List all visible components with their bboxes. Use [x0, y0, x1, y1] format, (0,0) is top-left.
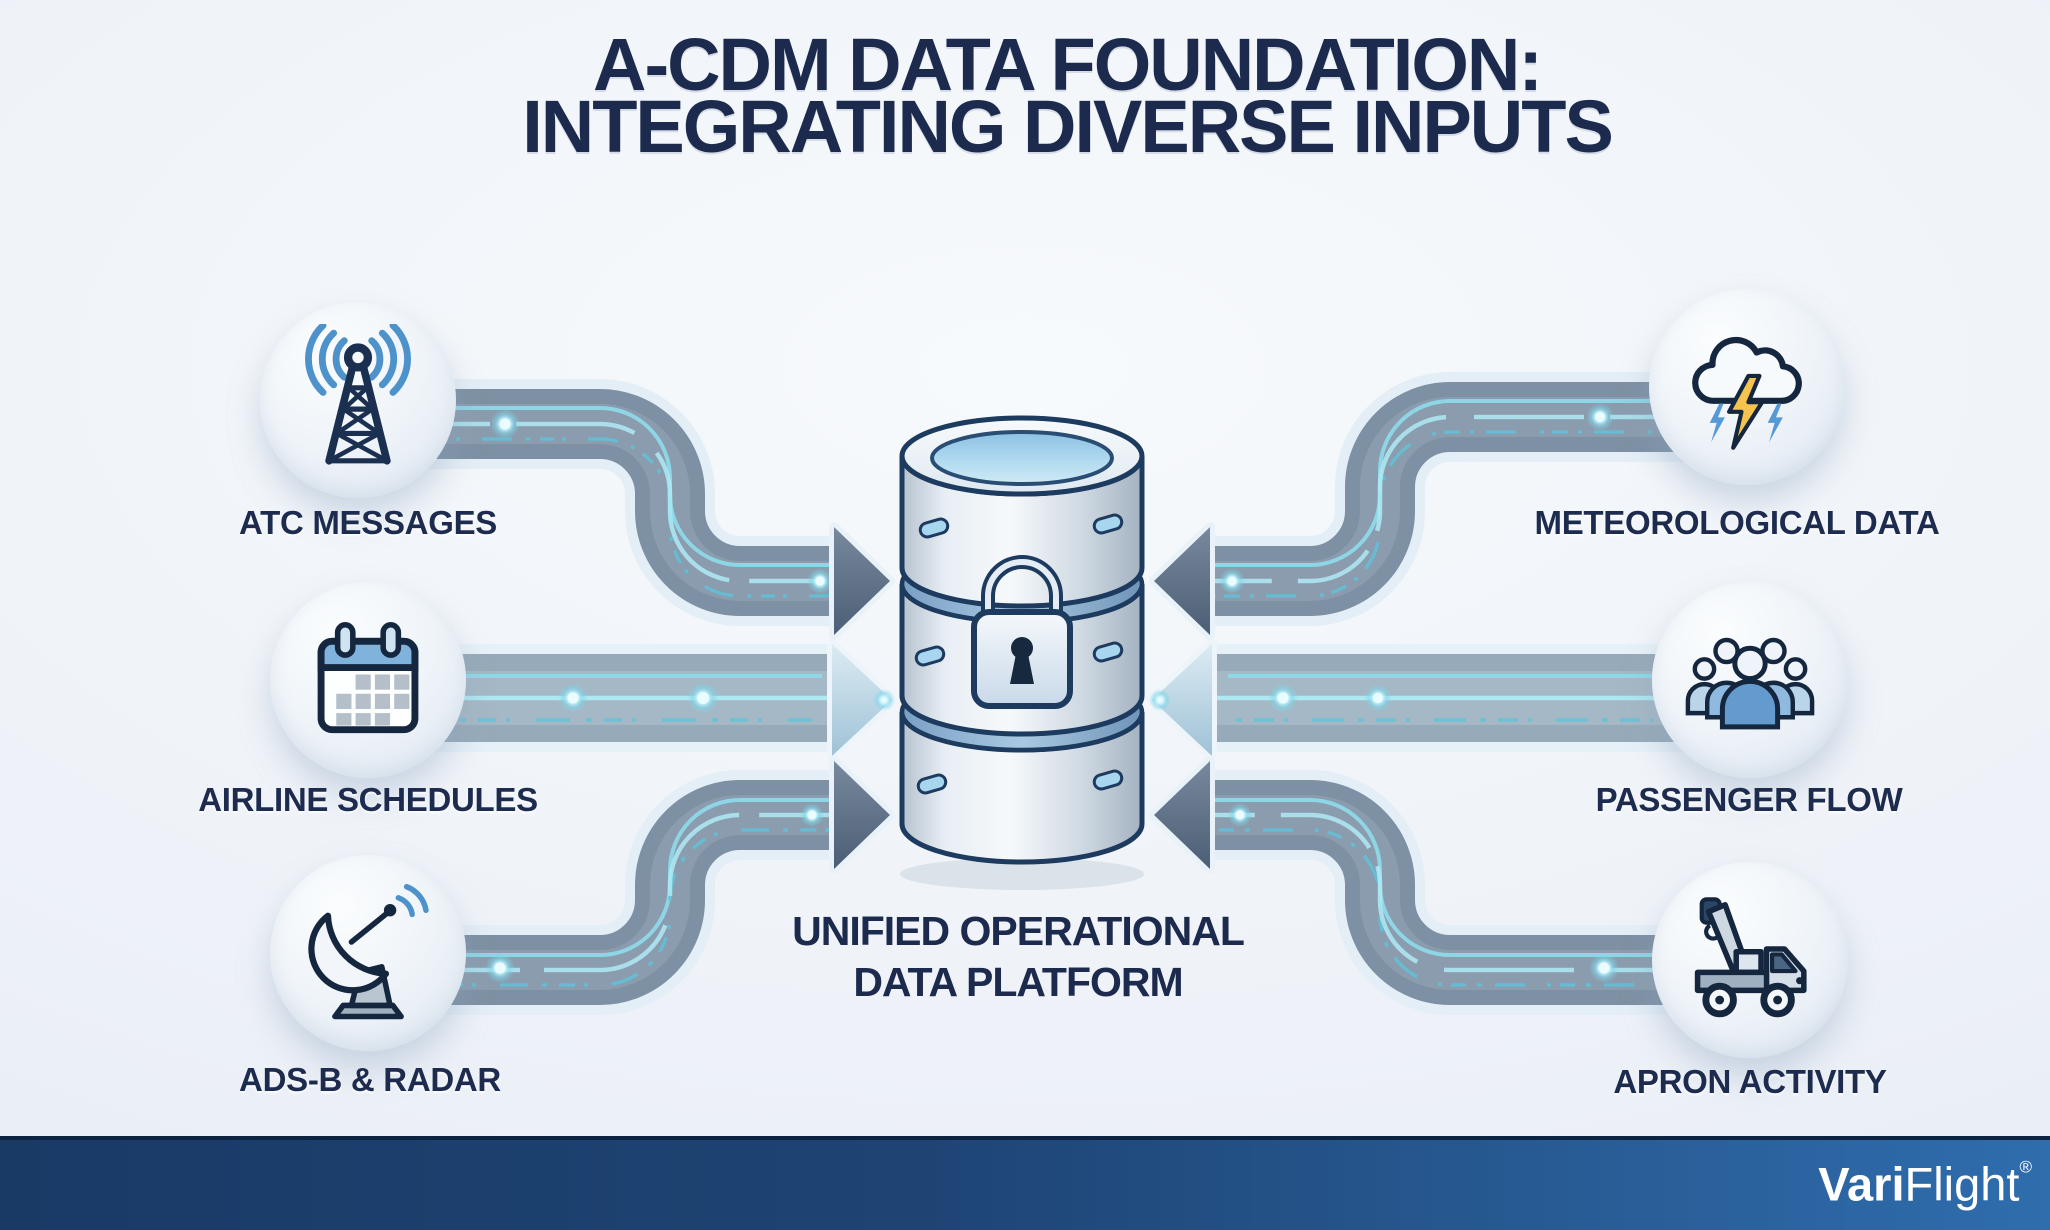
source-node-weather	[1649, 289, 1845, 485]
calendar-icon	[317, 622, 419, 734]
brand-logo: VariFlight®	[1818, 1156, 2032, 1211]
label-apron-activity: APRON ACTIVITY	[1613, 1063, 1887, 1100]
arrowhead-atc	[829, 522, 895, 640]
platform-label-line-1: UNIFIED OPERATIONAL	[792, 908, 1245, 954]
apron-truck-icon	[1694, 897, 1807, 1018]
source-node-adsb	[270, 855, 466, 1051]
arrowhead-apron	[1149, 756, 1215, 874]
source-node-passenger	[1652, 582, 1848, 778]
arrowhead-adsb	[829, 756, 895, 874]
arrowhead-passenger	[1147, 639, 1217, 761]
storm-cloud-icon	[1692, 336, 1802, 450]
pipe-atc-to-platform	[420, 379, 895, 640]
satellite-dish-icon	[308, 884, 429, 1020]
label-passenger-flow: PASSENGER FLOW	[1595, 781, 1903, 818]
padlock-icon	[971, 555, 1073, 709]
radio-tower-icon	[305, 324, 411, 465]
pipe-apron-to-platform	[1149, 756, 1700, 1015]
source-node-atc	[260, 302, 456, 498]
label-airline-schedules: AIRLINE SCHEDULES	[198, 781, 538, 818]
pipe-passenger-to-platform	[1147, 639, 1700, 761]
source-node-apron	[1652, 862, 1848, 1058]
platform-label-line-2: DATA PLATFORM	[853, 959, 1183, 1005]
pipe-airline-to-platform	[430, 639, 897, 761]
platform-label: UNIFIED OPERATIONAL DATA PLATFORM	[0, 906, 2036, 1008]
label-meteorological-data: METEOROLOGICAL DATA	[1534, 504, 1940, 541]
label-atc-messages: ATC MESSAGES	[239, 504, 497, 541]
source-node-airline	[270, 582, 466, 778]
people-group-icon	[1685, 637, 1815, 730]
registered-trademark-symbol: ®	[2019, 1157, 2032, 1177]
footer-bar: VariFlight®	[0, 1136, 2050, 1230]
brand-name-bold: Vari	[1818, 1157, 1905, 1211]
arrowhead-airline	[827, 639, 897, 761]
label-adsb-radar: ADS-B & RADAR	[239, 1061, 501, 1098]
database-indicator-lights	[914, 513, 1124, 795]
database-lock-icon	[899, 415, 1145, 890]
brand-name-light: Flight	[1904, 1157, 2020, 1211]
title-line-1: A-CDM DATA FOUNDATION:	[593, 23, 1543, 106]
arrowhead-weather	[1149, 522, 1215, 640]
pipe-adsb-to-platform	[430, 756, 895, 1015]
title-line-2: INTEGRATING DIVERSE INPUTS	[522, 85, 1614, 168]
title-block: A-CDM DATA FOUNDATION: INTEGRATING DIVER…	[0, 23, 2050, 168]
pipe-weather-to-platform	[1149, 372, 1690, 640]
